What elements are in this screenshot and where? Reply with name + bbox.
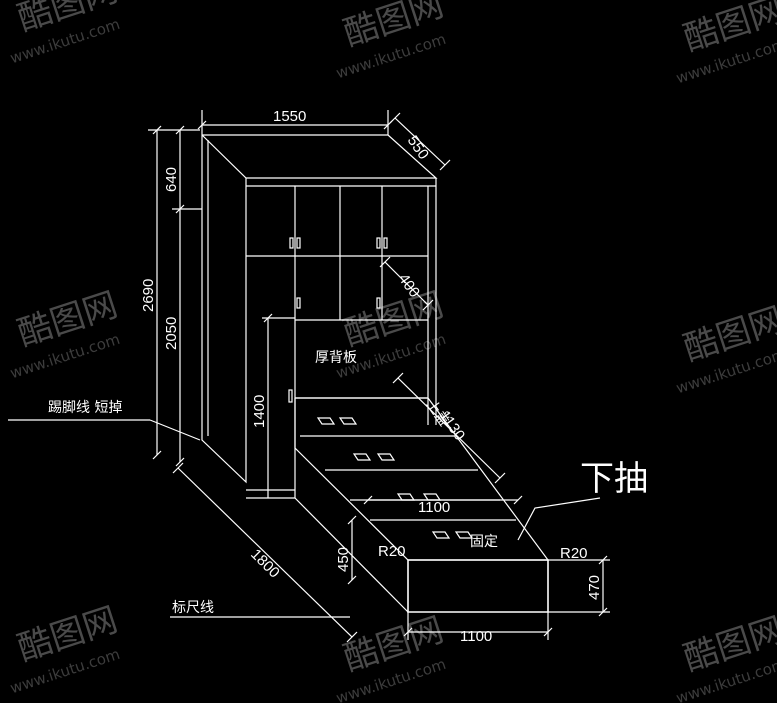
dim-lower-height: 2050 (163, 317, 180, 350)
slot-icon (376, 453, 396, 461)
watermark-top-left: 酷图网 www.ikutu.com (8, 0, 122, 67)
dim-tick (598, 555, 608, 565)
dim-tick (598, 607, 608, 617)
handle-icon (288, 389, 293, 403)
dim-line-bed-length (177, 467, 353, 638)
watermark-mid-left: 酷图网 www.ikutu.com (8, 285, 122, 383)
dim-tick (263, 313, 273, 323)
slot-icon (352, 453, 372, 461)
label-skirting: 踢脚线 短掉 (48, 400, 122, 416)
dim-tick (346, 631, 358, 643)
dim-tick (172, 462, 184, 474)
annotations: 厚背板 踢脚线 短掉 上盖 固定 下抽 标尺线 (48, 350, 648, 616)
bed-front-box (407, 559, 549, 613)
watermark-top-center: 酷图网 www.ikutu.com (334, 0, 448, 82)
watermark-top-right: 酷图网 www.ikutu.com (674, 0, 777, 87)
dim-tick (389, 112, 401, 124)
watermark-bottom-right: 酷图网 www.ikutu.com (674, 610, 777, 703)
handle-icon (376, 237, 381, 249)
dim-tick (175, 457, 185, 467)
dim-bed-width-bottom: 1100 (460, 628, 492, 645)
dim-tick (152, 125, 162, 135)
dim-tick (347, 515, 357, 525)
handle-icon (376, 297, 381, 309)
label-ruler-line: 标尺线 (172, 600, 214, 616)
dim-tick (197, 120, 207, 130)
slot-icon (454, 531, 474, 539)
dim-door-height: 1400 (251, 395, 268, 428)
dim-tick (543, 627, 553, 637)
handle-icon (383, 237, 388, 249)
dim-total-height: 2690 (140, 279, 157, 312)
handle-icon (296, 237, 301, 249)
label-back-panel: 厚背板 (315, 350, 357, 366)
dim-line-top-depth (394, 117, 446, 166)
radius-left-label: R20 (378, 543, 406, 560)
leader-lower-drawer (517, 497, 601, 541)
leader-skirting-diag (149, 419, 201, 441)
label-fixed: 固定 (470, 534, 498, 550)
slot-icon (338, 417, 358, 425)
dim-upper-height: 640 (163, 167, 180, 192)
dim-tick (513, 495, 523, 505)
dim-tick (439, 159, 451, 171)
slot-icon (396, 493, 416, 501)
dim-tick (494, 472, 506, 484)
dim-drawer-height: 450 (335, 547, 352, 572)
slot-icon (316, 417, 336, 425)
wardrobe-top (201, 134, 438, 179)
dim-top-depth: 550 (404, 133, 432, 163)
dimension-lines (8, 110, 610, 643)
dim-line-shelf-depth (384, 261, 429, 306)
label-lower-drawer: 下抽 (580, 459, 648, 499)
dim-bed-side-height: 470 (586, 575, 603, 600)
dim-tick (363, 495, 373, 505)
slot-icon (431, 531, 451, 539)
watermark-bottom-left: 酷图网 www.ikutu.com (8, 600, 122, 698)
dim-tick (403, 627, 413, 637)
dim-tick (379, 256, 391, 268)
watermark-mid-right: 酷图网 www.ikutu.com (674, 300, 777, 398)
handle-icon (296, 297, 301, 309)
dim-tick (422, 299, 434, 311)
radius-right-label: R20 (560, 545, 588, 562)
dimension-labels: 1550 550 2690 640 2050 400 1400 1130 110… (140, 108, 603, 645)
dim-top-width: 1550 (273, 108, 306, 125)
dim-bed-width-top: 1100 (418, 499, 450, 516)
dim-tick (392, 372, 404, 384)
dim-tick (175, 125, 185, 135)
watermark-bottom-center: 酷图网 www.ikutu.com (334, 610, 448, 703)
wardrobe-left-side (201, 135, 247, 484)
handle-icon (289, 237, 294, 249)
dim-bed-length: 1800 (247, 546, 283, 582)
door-handles (288, 237, 388, 403)
dim-tick (152, 450, 162, 460)
dim-tick (347, 575, 357, 585)
dim-line-bed-inner (397, 377, 501, 479)
